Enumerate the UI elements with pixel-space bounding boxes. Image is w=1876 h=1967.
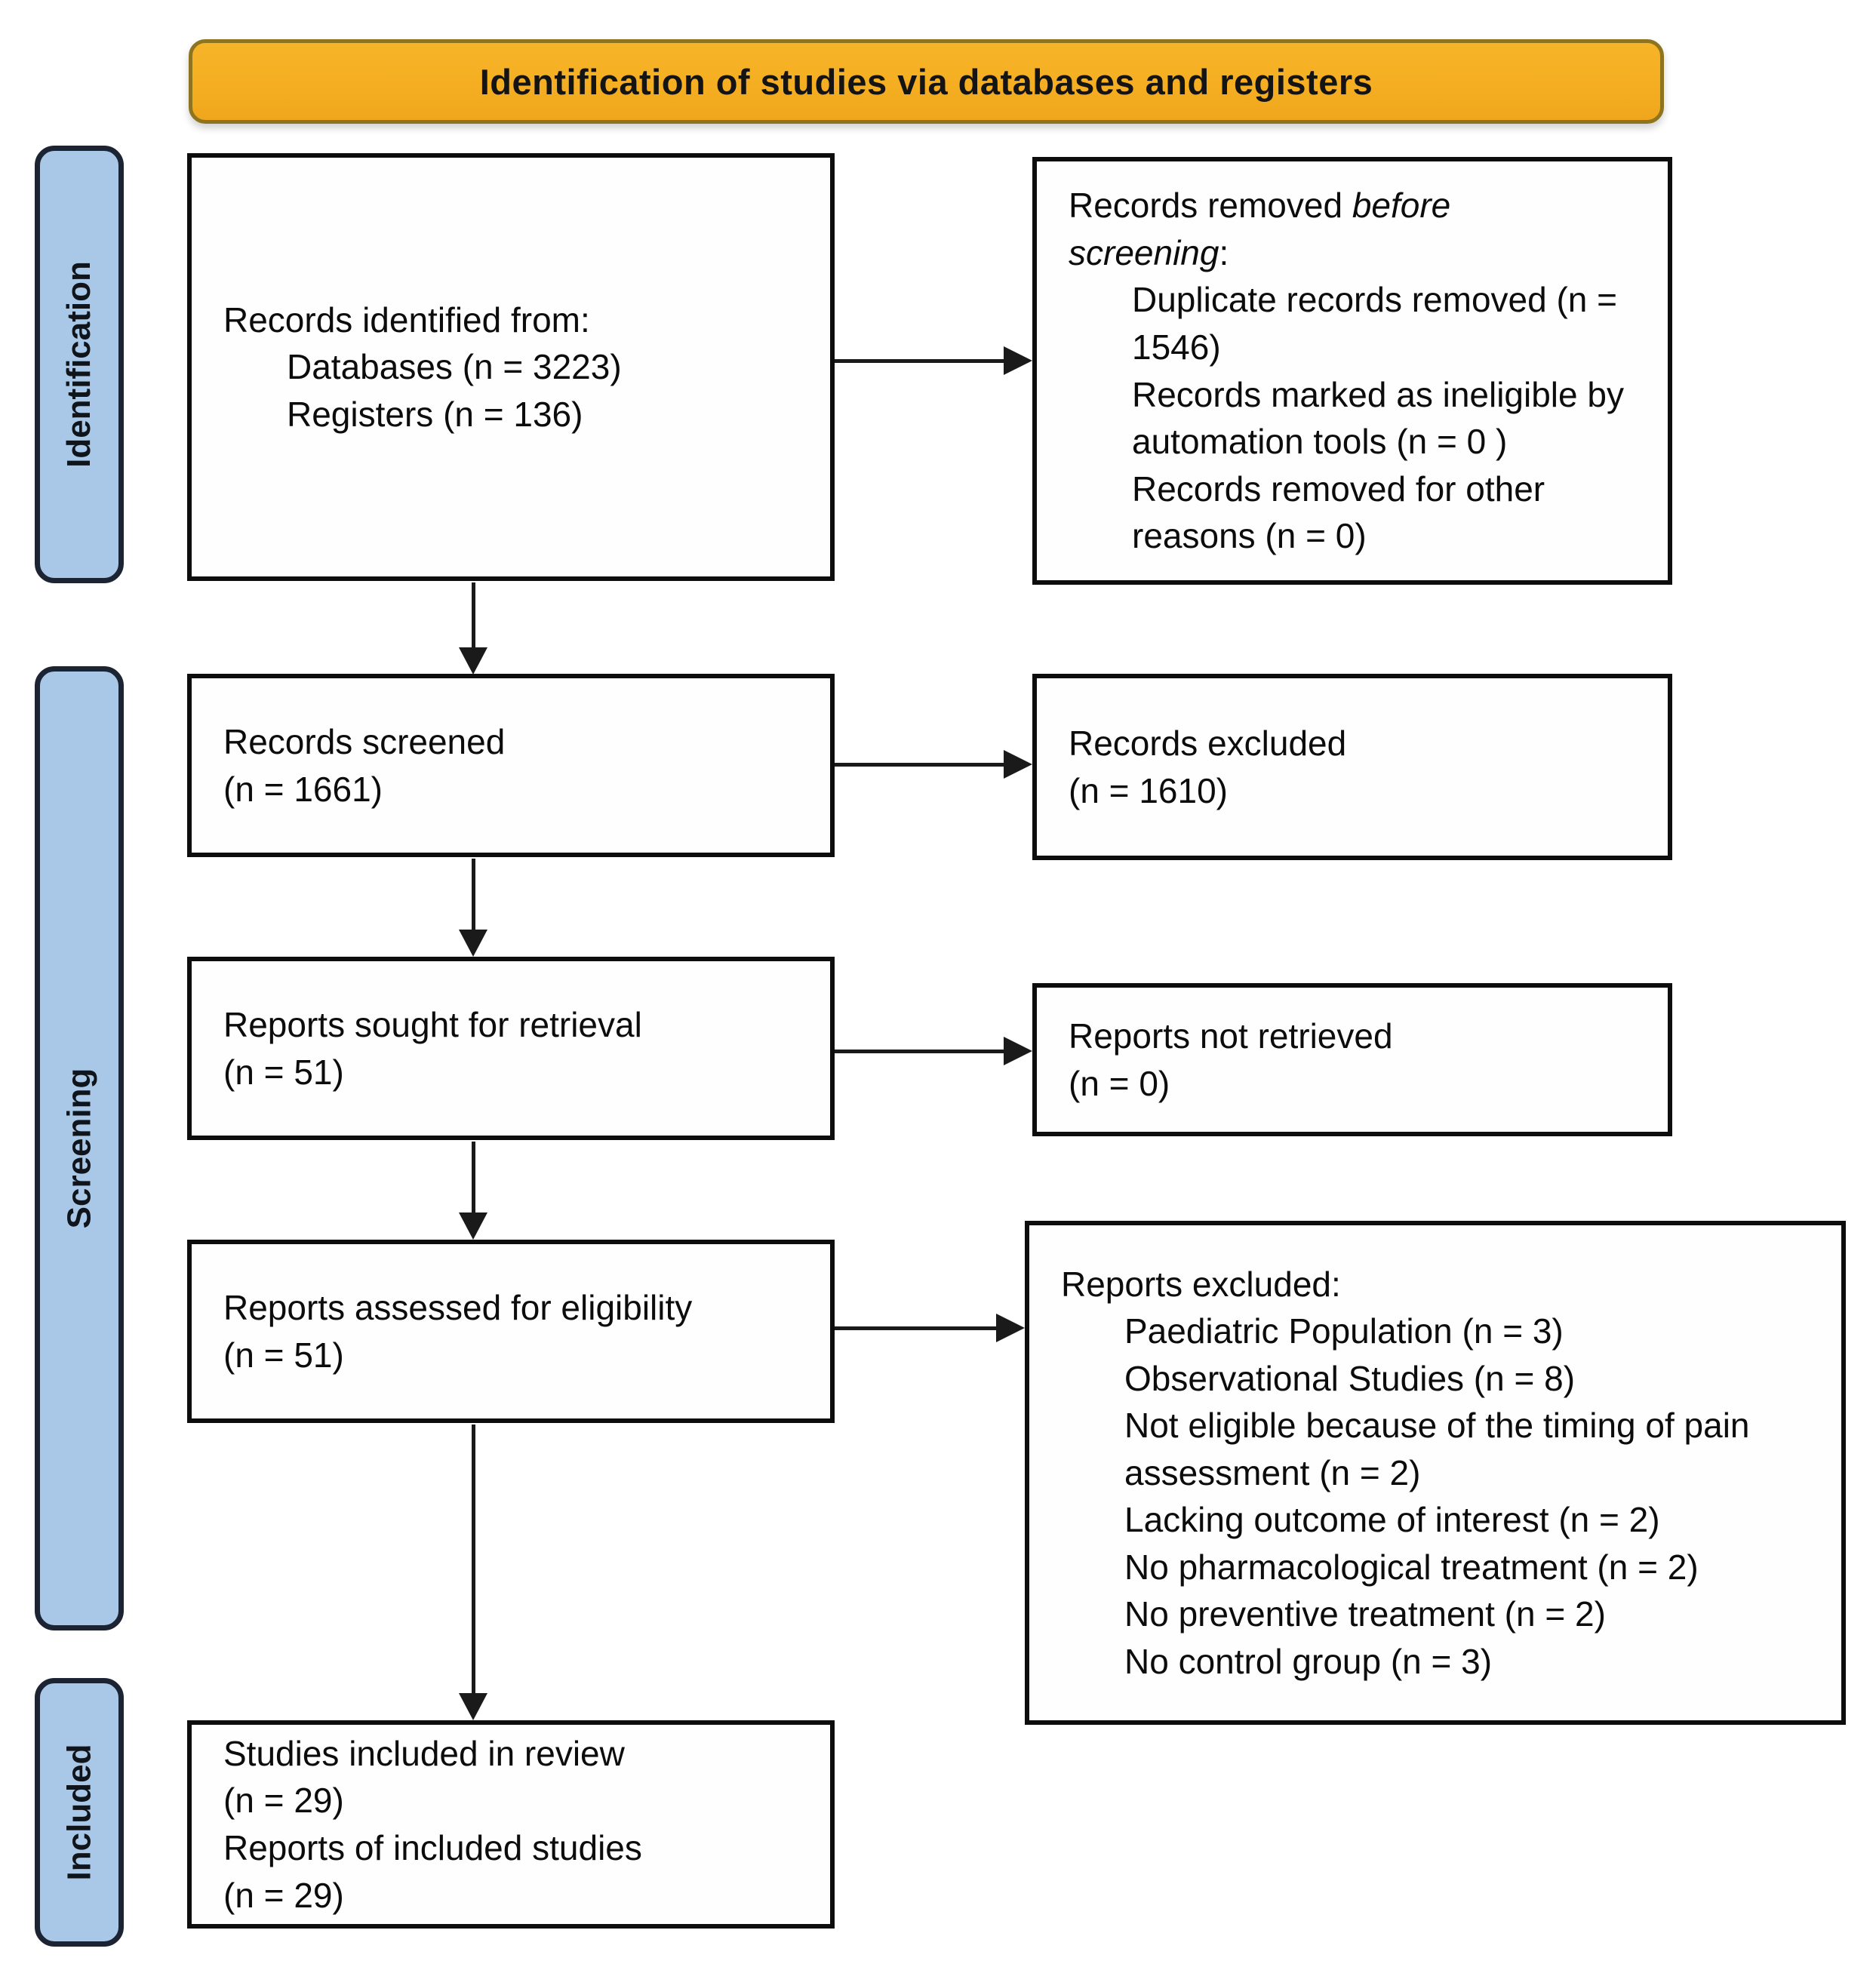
- arrow-sought-to-assessed-head: [459, 1212, 487, 1240]
- arrow-assessed-to-excluded-head: [996, 1314, 1025, 1342]
- records-excluded-line-1: Records excluded: [1069, 723, 1347, 763]
- reports-not-retrieved-line-2: (n = 0): [1069, 1063, 1170, 1103]
- banner-title: Identification of studies via databases …: [479, 61, 1373, 102]
- arrow-sought-to-not-retrieved-head: [1004, 1037, 1032, 1065]
- reports-assessed-line-1: Reports assessed for eligibility: [223, 1287, 693, 1327]
- box-studies-included: Studies included in review (n = 29) Repo…: [187, 1720, 835, 1929]
- box-reports-excluded: Reports excluded: Paediatric Population …: [1025, 1221, 1846, 1725]
- arrow-identified-to-removed-stem: [835, 359, 1007, 363]
- records-removed-heading-italic: before screening: [1069, 186, 1451, 272]
- reports-excluded-heading: Reports excluded:: [1061, 1264, 1341, 1304]
- stage-label-included: Included: [35, 1678, 124, 1947]
- reports-excluded-item-control: No control group (n = 3): [1124, 1641, 1493, 1681]
- reports-excluded-item-observational: Observational Studies (n = 8): [1124, 1358, 1576, 1398]
- arrow-identified-to-removed-head: [1004, 346, 1032, 375]
- arrow-identified-to-screened-stem: [472, 582, 475, 650]
- stage-label-identification-text: Identification: [60, 261, 97, 468]
- records-removed-item-other: Records removed for other reasons (n = 0…: [1132, 469, 1545, 556]
- arrow-assessed-to-excluded-stem: [835, 1326, 999, 1330]
- records-screened-line-1: Records screened: [223, 721, 506, 761]
- records-identified-item-registers: Registers (n = 136): [287, 394, 583, 434]
- records-removed-heading-suffix: :: [1219, 232, 1229, 272]
- arrow-screened-to-excluded-stem: [835, 763, 1007, 767]
- box-reports-sought: Reports sought for retrieval (n = 51): [187, 957, 835, 1140]
- stage-label-identification: Identification: [35, 146, 124, 583]
- studies-included-line-2: (n = 29): [223, 1781, 344, 1821]
- reports-excluded-item-pharmacological: No pharmacological treatment (n = 2): [1124, 1547, 1699, 1587]
- studies-included-line-1: Studies included in review: [223, 1733, 625, 1773]
- banner-identification-via-databases: Identification of studies via databases …: [189, 39, 1664, 124]
- records-identified-item-databases: Databases (n = 3223): [287, 347, 622, 387]
- arrow-sought-to-assessed-stem: [472, 1142, 475, 1214]
- records-removed-heading: Records removed before screening:: [1069, 182, 1536, 276]
- arrow-screened-to-excluded-head: [1004, 750, 1032, 779]
- arrow-screened-to-sought-head: [459, 930, 487, 957]
- records-removed-item-duplicates: Duplicate records removed (n = 1546): [1132, 280, 1618, 367]
- records-removed-heading-prefix: Records removed: [1069, 186, 1352, 226]
- reports-not-retrieved-line-1: Reports not retrieved: [1069, 1016, 1393, 1056]
- arrow-identified-to-screened-head: [459, 647, 487, 675]
- records-removed-item-automation: Records marked as ineligible by automati…: [1132, 374, 1624, 462]
- reports-excluded-item-timing: Not eligible because of the timing of pa…: [1124, 1406, 1750, 1492]
- reports-excluded-item-outcome: Lacking outcome of interest (n = 2): [1124, 1500, 1660, 1540]
- arrow-sought-to-not-retrieved-stem: [835, 1050, 1007, 1053]
- arrow-assessed-to-included-stem: [472, 1425, 475, 1695]
- box-records-identified: Records identified from: Databases (n = …: [187, 153, 835, 581]
- stage-label-screening-text: Screening: [60, 1068, 97, 1229]
- records-excluded-line-2: (n = 1610): [1069, 770, 1228, 810]
- arrow-assessed-to-included-head: [459, 1693, 487, 1720]
- stage-label-included-text: Included: [60, 1744, 97, 1881]
- arrow-screened-to-sought-stem: [472, 859, 475, 931]
- reports-sought-line-2: (n = 51): [223, 1052, 344, 1092]
- studies-included-line-4: (n = 29): [223, 1875, 344, 1915]
- box-records-excluded: Records excluded (n = 1610): [1032, 674, 1672, 860]
- box-records-screened: Records screened (n = 1661): [187, 674, 835, 857]
- records-identified-heading: Records identified from:: [223, 300, 590, 340]
- reports-assessed-line-2: (n = 51): [223, 1335, 344, 1375]
- records-screened-line-2: (n = 1661): [223, 769, 383, 809]
- box-records-removed-before-screening: Records removed before screening: Duplic…: [1032, 157, 1672, 585]
- reports-excluded-item-preventive: No preventive treatment (n = 2): [1124, 1594, 1606, 1634]
- box-reports-assessed: Reports assessed for eligibility (n = 51…: [187, 1240, 835, 1423]
- studies-included-line-3: Reports of included studies: [223, 1828, 642, 1867]
- box-reports-not-retrieved: Reports not retrieved (n = 0): [1032, 983, 1672, 1136]
- reports-excluded-item-paediatric: Paediatric Population (n = 3): [1124, 1311, 1564, 1351]
- reports-sought-line-1: Reports sought for retrieval: [223, 1004, 642, 1044]
- stage-label-screening: Screening: [35, 666, 124, 1630]
